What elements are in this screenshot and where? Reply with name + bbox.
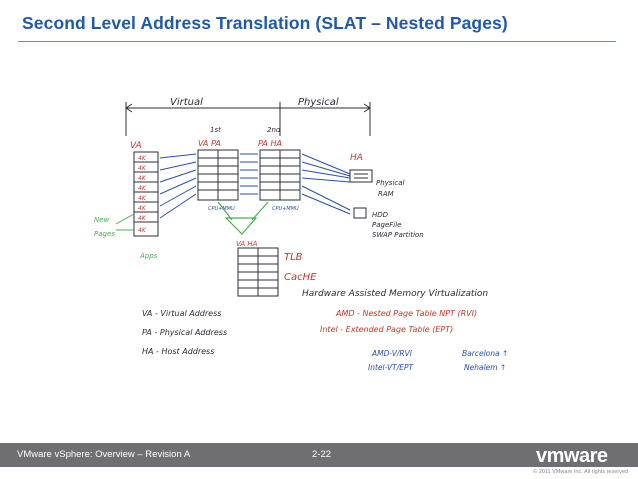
page-number: 2-22	[312, 449, 332, 460]
barcelona-label: Barcelona ↑	[462, 349, 508, 358]
to-tlb-arrow	[217, 201, 269, 235]
va-pa-column-label: VA PA	[198, 139, 221, 148]
vmware-logo: vmware	[536, 445, 608, 467]
footer-bar	[0, 443, 638, 467]
pa-ha-table	[259, 149, 301, 201]
legend-va: VA - Virtual Address	[142, 309, 221, 318]
swap-partition-label: SWAP Partition	[372, 231, 424, 239]
copyright-notice: © 2011 VMware Inc. All rights reserved	[533, 469, 628, 475]
va-page-labels: 4K 4K 4K 4K 4K 4K 4K 4K	[138, 155, 147, 234]
pa-ha-column-label: PA HA	[258, 139, 282, 148]
title-divider	[18, 41, 616, 42]
amd-v-label: AMD-V/RVI	[371, 349, 413, 358]
page-4k: 4K	[138, 165, 147, 172]
page-4k: 4K	[138, 205, 147, 212]
virtual-label: Virtual	[170, 97, 203, 108]
physical-ram	[349, 169, 373, 183]
tlb-va-ha-label: VA HA	[236, 240, 258, 248]
legend-pa: PA - Physical Address	[142, 328, 227, 337]
new-pages-label-2: Pages	[94, 230, 115, 238]
new-pages-arrows	[115, 213, 135, 231]
cpu-mmu-label-1: CPU+MMU	[208, 206, 235, 212]
page-4k: 4K	[138, 195, 147, 202]
page-4k: 4K	[138, 215, 147, 222]
physical-ram-label: Physical	[376, 179, 405, 187]
va-pa-table	[197, 149, 239, 201]
va-page-stack	[133, 151, 159, 237]
apps-label: Apps	[139, 252, 158, 260]
new-pages-label: New	[94, 216, 110, 224]
page-file-label: PageFile	[372, 221, 401, 229]
page-4k: 4K	[138, 175, 147, 182]
intel-vt-label: Intel-VT/EPT	[368, 363, 415, 372]
cpu-mmu-label-2: CPU+MMU	[272, 206, 299, 212]
range-brackets	[125, 102, 371, 136]
hw-assisted-label: Hardware Assisted Memory Virtualization	[302, 289, 488, 299]
hdd-label: HDD	[372, 211, 389, 219]
physical-label: Physical	[298, 97, 339, 108]
footer-course-title: VMware vSphere: Overview – Revision A	[17, 449, 191, 460]
vmware-logo-text: vmware	[536, 445, 608, 467]
va-column-label: VA	[130, 141, 142, 151]
page-4k: 4K	[138, 185, 147, 192]
nehalem-label: Nehalem ↑	[464, 363, 506, 372]
second-level-label: 2nd	[267, 126, 281, 134]
hdd-icon	[353, 207, 367, 219]
first-level-label: 1st	[210, 126, 221, 134]
tlb-label: TLB	[284, 252, 303, 263]
cache-label: CacHE	[284, 272, 317, 283]
page-4k: 4K	[138, 227, 147, 234]
page-4k: 4K	[138, 155, 147, 162]
slide-title: Second Level Address Translation (SLAT –…	[22, 13, 508, 33]
intel-ept-label: Intel - Extended Page Table (EPT)	[320, 325, 453, 334]
ha-column-label: HA	[350, 153, 363, 163]
tlb-table	[237, 247, 279, 297]
amd-npt-label: AMD - Nested Page Table NPT (RVI)	[335, 309, 477, 318]
physical-ram-label-2: RAM	[378, 190, 394, 198]
mapping-arrows	[159, 153, 351, 219]
legend-ha: HA - Host Address	[142, 347, 214, 356]
handwritten-diagram: Virtual Physical 1st 2nd VA VA PA PA HA …	[94, 97, 508, 372]
